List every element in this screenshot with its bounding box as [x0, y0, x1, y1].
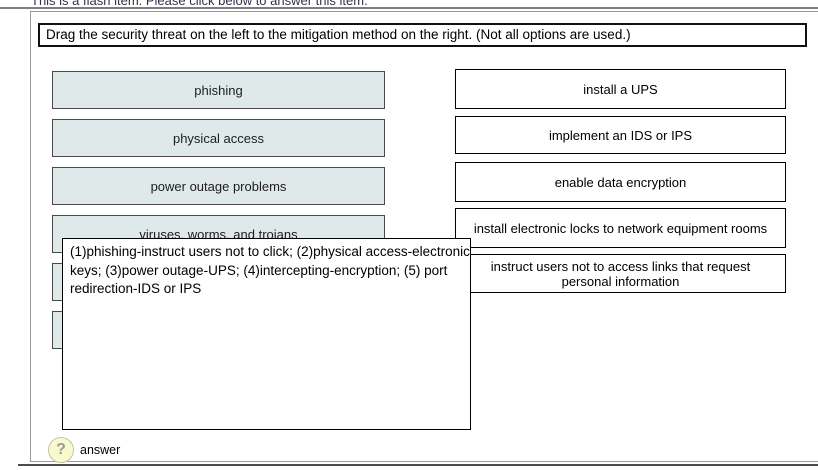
- mitigation-target-instruct-users[interactable]: instruct users not to access links that …: [455, 254, 786, 293]
- answer-popup-line: keys; (3)power outage-UPS; (4)intercepti…: [70, 262, 448, 278]
- mitigation-target-ids-ips[interactable]: implement an IDS or IPS: [455, 116, 786, 154]
- threat-item-physical-access[interactable]: physical access: [52, 119, 385, 157]
- question-mark-icon[interactable]: ?: [48, 437, 74, 463]
- top-divider: [0, 7, 818, 9]
- answer-toggle-label: answer: [80, 443, 121, 457]
- threat-item-phishing[interactable]: phishing: [52, 71, 385, 109]
- bottom-divider: [18, 464, 818, 466]
- mitigation-target-ups[interactable]: install a UPS: [455, 69, 786, 109]
- answer-popup-line: (1)phishing-instruct users not to click;…: [70, 244, 470, 259]
- answer-toggle[interactable]: ? answer: [48, 437, 120, 463]
- mitigation-target-electronic-locks[interactable]: install electronic locks to network equi…: [455, 208, 786, 248]
- answer-popup: (1)phishing-instruct users not to click;…: [62, 238, 471, 430]
- threat-item-power-outage[interactable]: power outage problems: [52, 167, 385, 205]
- flash-item-notice: This is a flash item. Please click below…: [31, 0, 368, 8]
- question-instruction: Drag the security threat on the left to …: [38, 23, 807, 47]
- answer-popup-line: redirection-IDS or IPS: [70, 281, 202, 296]
- mitigation-target-encryption[interactable]: enable data encryption: [455, 162, 786, 202]
